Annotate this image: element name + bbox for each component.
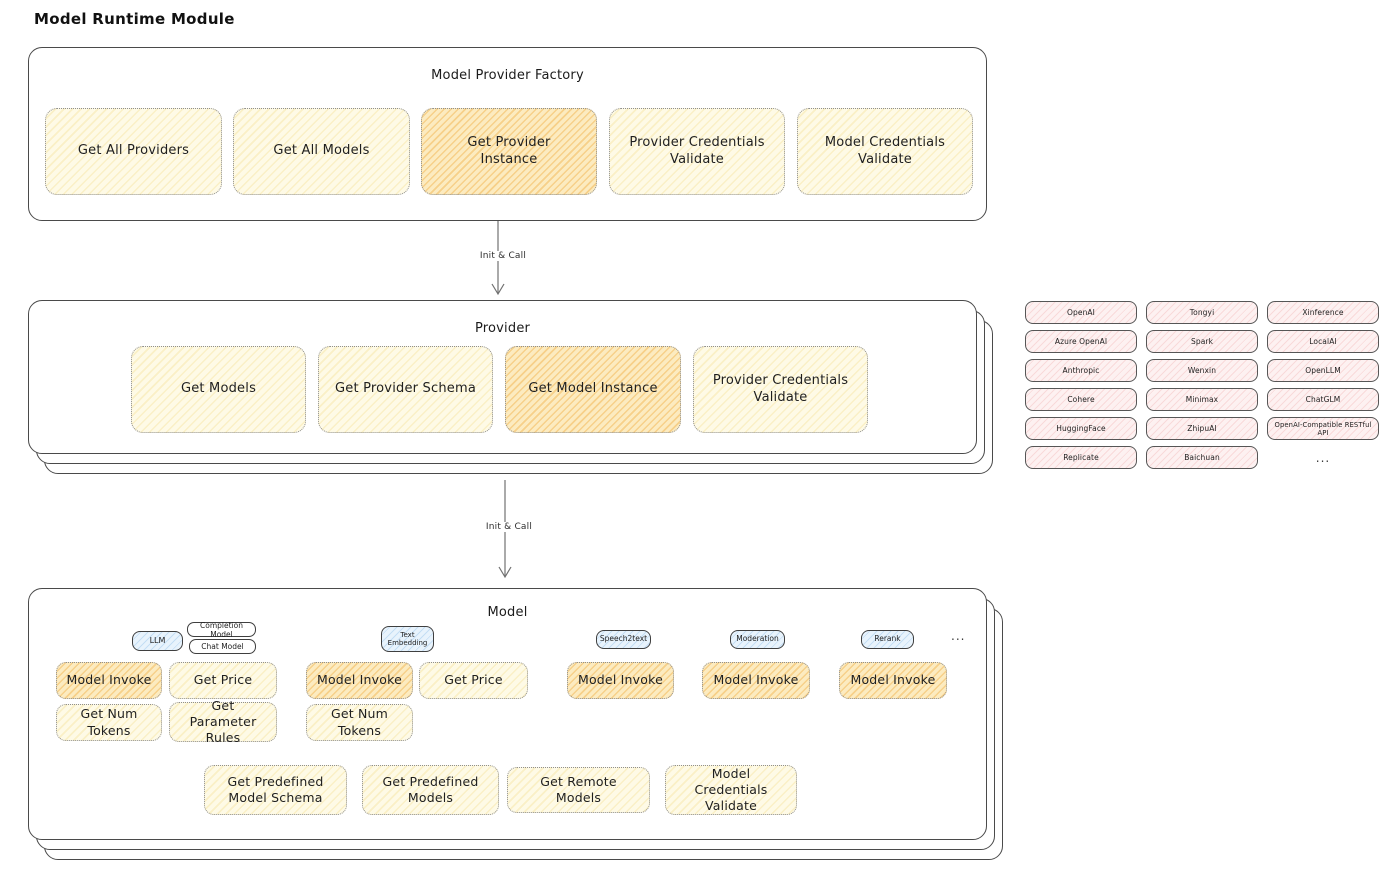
model-section: Model LLM Completion Model Chat Model Te… — [28, 588, 987, 840]
factory-node-provider-credentials-validate: Provider Credentials Validate — [609, 108, 785, 195]
provider-list-grid: OpenAI Tongyi Xinference Azure OpenAI Sp… — [1025, 301, 1379, 469]
provider-section-title: Provider — [474, 321, 531, 336]
provider-item-openai-compatible-restful-api: OpenAI-Compatible RESTful API — [1267, 417, 1379, 440]
provider-item-xinference: Xinference — [1267, 301, 1379, 324]
arrow-label-init-call-1: Init & Call — [471, 251, 535, 261]
model-node-get-remote-models: Get Remote Models — [507, 767, 650, 813]
factory-node-get-provider-instance: Get Provider Instance — [421, 108, 597, 195]
arrow-factory-to-provider — [489, 221, 507, 301]
provider-item-wenxin: Wenxin — [1146, 359, 1258, 382]
model-subtag-completion-model: Completion Model — [187, 621, 256, 639]
llm-node-get-num-tokens: Get Num Tokens — [56, 704, 162, 741]
provider-item-chatglm: ChatGLM — [1267, 388, 1379, 411]
arrow-provider-to-model — [496, 480, 514, 584]
provider-item-cohere: Cohere — [1025, 388, 1137, 411]
provider-item-replicate: Replicate — [1025, 446, 1137, 469]
text-embedding-node-get-num-tokens: Get Num Tokens — [306, 704, 413, 741]
model-type-tag-llm: LLM — [132, 631, 183, 651]
model-type-tag-moderation: Moderation — [730, 630, 785, 649]
provider-item-azure-openai: Azure OpenAI — [1025, 330, 1137, 353]
model-type-tag-rerank: Rerank — [861, 630, 914, 649]
arrow-label-init-call-2: Init & Call — [477, 522, 541, 532]
llm-node-model-invoke: Model Invoke — [56, 662, 162, 699]
factory-section-title: Model Provider Factory — [431, 68, 584, 83]
provider-item-huggingface: HuggingFace — [1025, 417, 1137, 440]
model-type-tag-text-embedding: Text Embedding — [381, 626, 434, 652]
factory-node-model-credentials-validate: Model Credentials Validate — [797, 108, 973, 195]
model-subtag-chat-model: Chat Model — [189, 639, 256, 654]
model-type-tag-speech2text: Speech2text — [596, 630, 651, 649]
provider-node-get-model-instance: Get Model Instance — [505, 346, 681, 433]
model-types-more-ellipsis: ... — [951, 629, 966, 643]
provider-node-get-provider-schema: Get Provider Schema — [318, 346, 493, 433]
provider-node-provider-credentials-validate: Provider Credentials Validate — [693, 346, 868, 433]
speech2text-node-model-invoke: Model Invoke — [567, 662, 674, 699]
provider-item-zhipuai: ZhipuAI — [1146, 417, 1258, 440]
provider-item-baichuan: Baichuan — [1146, 446, 1258, 469]
llm-node-get-parameter-rules: Get Parameter Rules — [169, 698, 277, 745]
provider-node-get-models: Get Models — [131, 346, 306, 433]
moderation-node-model-invoke: Model Invoke — [702, 662, 810, 699]
llm-node-get-price: Get Price — [169, 662, 277, 699]
provider-list-more-ellipsis: ... — [1315, 450, 1331, 465]
text-embedding-node-model-invoke: Model Invoke — [306, 662, 413, 699]
model-provider-factory-section: Model Provider Factory Get All Providers… — [28, 47, 987, 221]
model-node-model-credentials-validate: Model Credentials Validate — [665, 765, 797, 815]
provider-item-minimax: Minimax — [1146, 388, 1258, 411]
provider-item-tongyi: Tongyi — [1146, 301, 1258, 324]
model-node-get-predefined-models: Get Predefined Models — [362, 765, 499, 815]
factory-node-get-all-models: Get All Models — [233, 108, 410, 195]
provider-item-anthropic: Anthropic — [1025, 359, 1137, 382]
provider-item-localai: LocalAI — [1267, 330, 1379, 353]
provider-item-spark: Spark — [1146, 330, 1258, 353]
provider-section: Provider Get Models Get Provider Schema … — [28, 300, 977, 454]
page-title: Model Runtime Module — [34, 10, 235, 28]
provider-item-openllm: OpenLLM — [1267, 359, 1379, 382]
rerank-node-model-invoke: Model Invoke — [839, 662, 947, 699]
model-section-title: Model — [487, 605, 528, 620]
provider-item-openai: OpenAI — [1025, 301, 1137, 324]
factory-node-get-all-providers: Get All Providers — [45, 108, 222, 195]
text-embedding-node-get-price: Get Price — [419, 662, 528, 699]
model-node-get-predefined-model-schema: Get Predefined Model Schema — [204, 765, 347, 815]
